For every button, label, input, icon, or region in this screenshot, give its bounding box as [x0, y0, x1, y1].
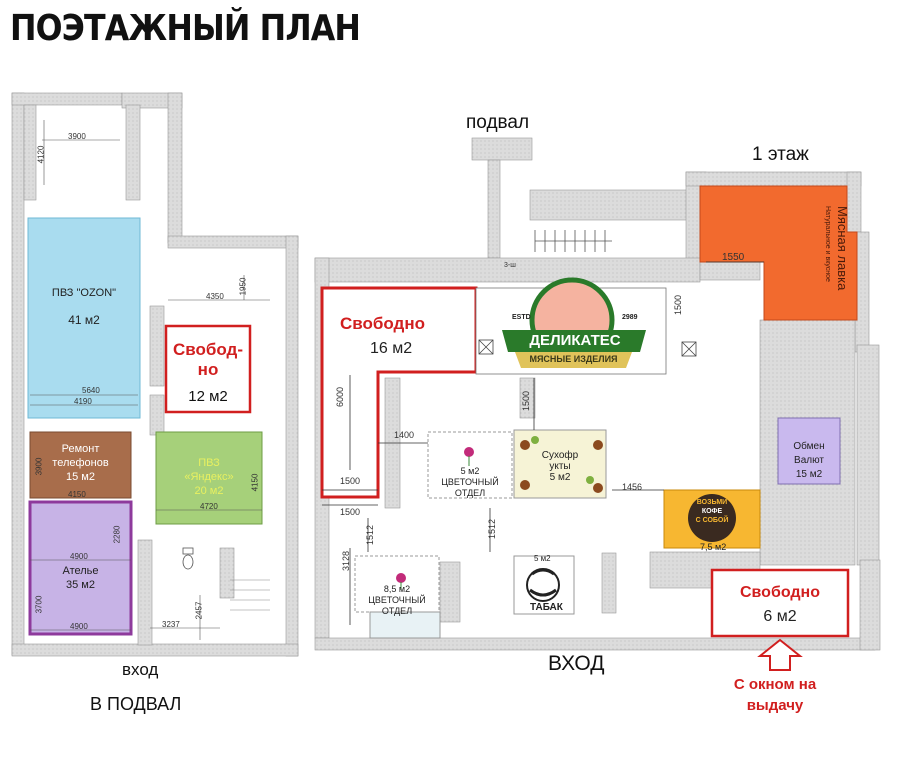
dim: 4120 — [36, 145, 46, 164]
dim: 1500 — [340, 507, 361, 517]
dim: 4900 — [70, 552, 88, 561]
dim: 6000 — [335, 386, 346, 408]
room-free-6 — [710, 568, 850, 638]
dim: 3900 — [34, 457, 44, 476]
room-free-12-area: 12 м2 — [188, 388, 228, 405]
dim: 5640 — [82, 386, 100, 395]
window-note-1: С окном на — [733, 676, 817, 693]
room-atelier-name: Ателье — [62, 565, 99, 577]
dim: 2457 — [194, 601, 204, 620]
room-flower-1-area: 5 м2 — [460, 466, 480, 476]
right-entrance-label: ВХОД — [548, 652, 605, 675]
room-coffee-area: 7,5 м2 — [700, 542, 727, 552]
dim: 1400 — [394, 430, 415, 440]
floor-label: 1 этаж — [752, 144, 809, 165]
room-tabak-name: ТАБАК — [530, 602, 563, 613]
room-free-6-area: 6 м2 — [763, 608, 797, 625]
room-yandex-name-1: ПВЗ — [198, 457, 220, 469]
window-note-2: выдачу — [746, 697, 804, 714]
delikates-brand: ДЕЛИКАТЕС — [529, 332, 621, 349]
room-dried-fruit-name-2: укты — [549, 461, 571, 472]
room-repair — [29, 431, 132, 499]
room-free-12-name-2: но — [197, 360, 219, 379]
room-repair-area: 15 м2 — [66, 471, 95, 483]
dim: 3-ш — [504, 262, 516, 269]
tabak-face-icon — [526, 568, 560, 602]
dim: 2280 — [112, 525, 122, 544]
toilet-icon — [182, 547, 194, 570]
room-ozon-name: ПВЗ "OZON" — [51, 287, 117, 299]
room-free-12-name-1: Свобод- — [172, 340, 243, 359]
room-tabak-area: 5 м2 — [534, 554, 551, 563]
dim: 1500 — [340, 476, 361, 486]
room-atelier-area: 35 м2 — [66, 579, 95, 591]
flower-icon — [464, 447, 474, 466]
room-exchange-name: Обмен Валют — [793, 441, 825, 466]
room-exchange-area: 15 м2 — [795, 469, 823, 480]
room-ozon — [27, 217, 141, 419]
room-ozon-area: 41 м2 — [68, 313, 100, 327]
page-title: ПОЭТАЖНЫЙ ПЛАН — [10, 8, 361, 49]
room-flower-1-name: ЦВЕТОЧНЫЙ ОТДЕЛ — [441, 477, 499, 498]
dim: 1500 — [521, 390, 532, 412]
room-repair-name-1: Ремонт — [61, 443, 100, 455]
dim: 4720 — [200, 502, 218, 511]
room-atelier — [28, 500, 133, 636]
dim: 4150 — [68, 490, 86, 499]
dim: 4900 — [70, 622, 88, 631]
room-free-12 — [164, 324, 252, 414]
room-exchange — [777, 417, 841, 485]
basement-label: подвал — [466, 112, 530, 133]
coffee-text-3: С СОБОЙ — [695, 517, 729, 524]
dim: 3237 — [162, 620, 180, 629]
flower-icon — [396, 573, 406, 590]
delikates-year: 2989 — [622, 314, 638, 321]
dim: 1950 — [238, 277, 248, 296]
room-flower-2 — [354, 555, 440, 613]
dim: 4150 — [250, 473, 260, 492]
room-flower-1 — [427, 431, 513, 499]
room-free-6-name: Свободно — [740, 584, 820, 601]
coffee-text-1: ВОЗЬМИ — [696, 499, 728, 506]
delikates-sub: МЯСНЫЕ ИЗДЕЛИЯ — [529, 354, 618, 364]
room-free-16-area: 16 м2 — [370, 340, 413, 357]
dim: 3128 — [341, 550, 352, 572]
basement-caption: В ПОДВАЛ — [90, 694, 182, 714]
dim: 1512 — [487, 518, 498, 540]
room-free-16-name: Свободно — [340, 314, 425, 333]
delikates-estd: ESTD — [512, 314, 531, 321]
room-yandex-name-2: «Яндекс» — [184, 471, 234, 483]
arrow-up-icon — [757, 638, 803, 671]
meat-shop-slogan: Натуральное и вкусное — [824, 206, 831, 282]
room-yandex — [155, 431, 263, 525]
dim: 3900 — [68, 132, 86, 141]
dim: 4350 — [206, 292, 224, 301]
dim: 1550 — [722, 252, 745, 263]
coffee-text-2: КОФЕ — [701, 508, 723, 515]
room-dried-fruit-name-1: Сухофр — [541, 450, 579, 461]
left-entrance-label: вход — [122, 660, 159, 679]
meat-shop-name: Мясная лавка — [835, 206, 850, 291]
room-yandex-area: 20 м2 — [194, 485, 224, 497]
dim: 1500 — [673, 294, 684, 316]
room-repair-name-2: телефонов — [52, 457, 109, 469]
dim: 1512 — [365, 524, 376, 546]
room-dried-fruit-area: 5 м2 — [549, 472, 571, 483]
delikates-logo — [502, 277, 646, 368]
room-flower-2-name: ЦВЕТОЧНЫЙ ОТДЕЛ — [368, 595, 426, 616]
room-flower-2-area: 8,5 м2 — [383, 584, 411, 594]
dim: 1456 — [622, 482, 643, 492]
dim: 4190 — [74, 397, 92, 406]
left-plan-walls — [11, 92, 299, 657]
dim: 3700 — [34, 595, 44, 614]
